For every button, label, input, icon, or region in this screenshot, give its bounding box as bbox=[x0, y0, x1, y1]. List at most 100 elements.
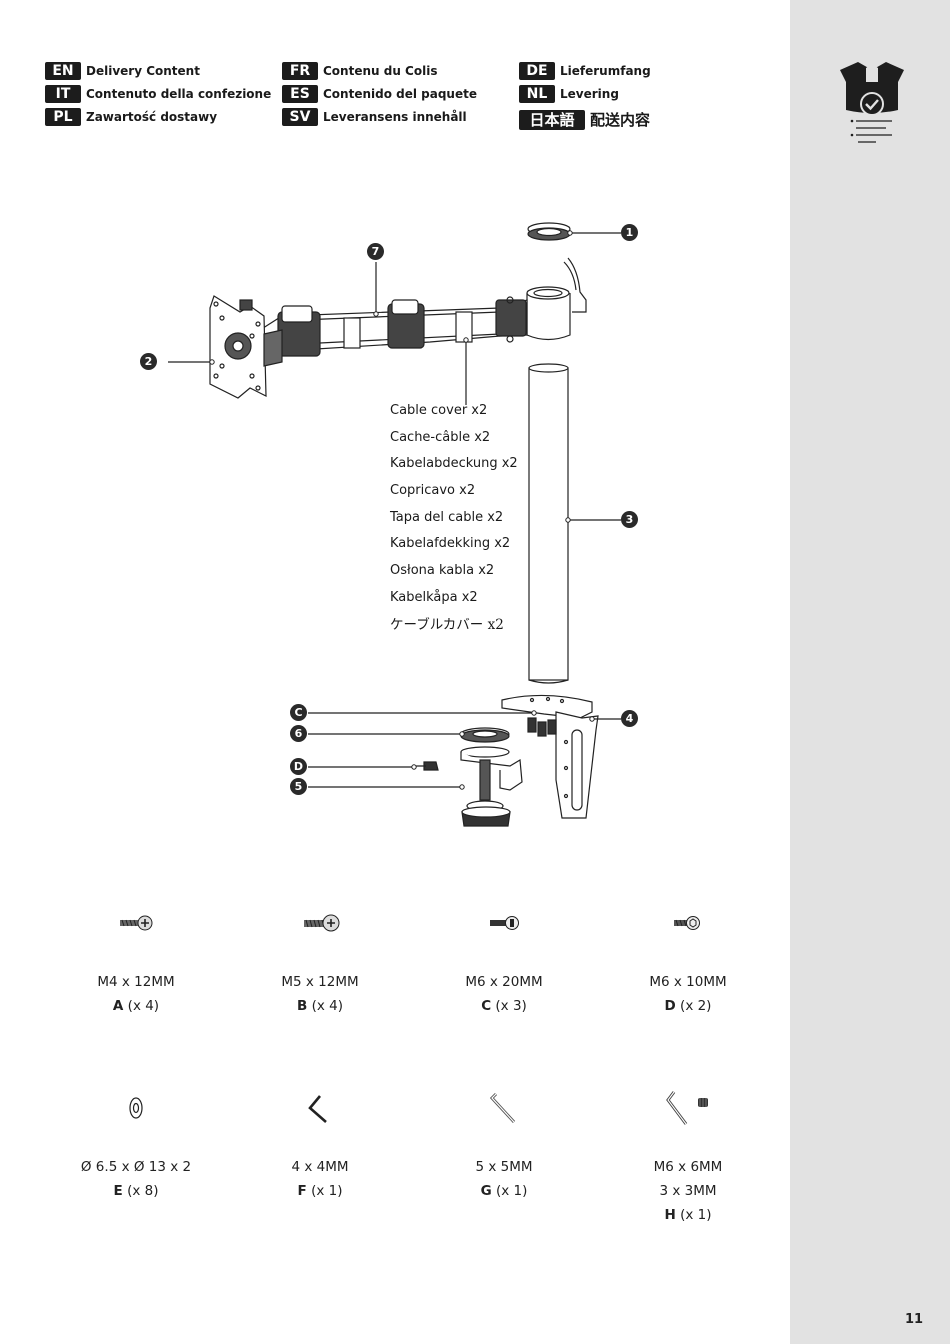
lang-code: FR bbox=[282, 62, 318, 80]
callout-6: 6 bbox=[290, 725, 307, 742]
hardware-qty-line: F (x 1) bbox=[240, 1179, 400, 1203]
lang-nl: NL Levering bbox=[519, 85, 619, 103]
callout-5: 5 bbox=[290, 778, 307, 795]
hardware-qty-line: G (x 1) bbox=[424, 1179, 584, 1203]
lang-es: ES Contenido del paquete bbox=[282, 85, 477, 103]
hardware-letter: A bbox=[112, 998, 124, 1014]
lang-label: Levering bbox=[560, 87, 619, 101]
part-2-vesa-plate bbox=[209, 295, 283, 399]
lang-en: EN Delivery Content bbox=[45, 62, 200, 80]
hardware-spec: M5 x 12MM bbox=[281, 974, 359, 990]
lang-label: Delivery Content bbox=[86, 64, 200, 78]
hardware-spec-2: 3 x 3MM bbox=[659, 1183, 717, 1199]
parts-diagram bbox=[168, 222, 621, 827]
hex-key-icon bbox=[308, 1095, 327, 1123]
lang-label: Contenu du Colis bbox=[323, 64, 438, 78]
page-number: 11 bbox=[905, 1312, 924, 1327]
hardware-spec: M6 x 20MM bbox=[465, 974, 543, 990]
hex-key-set-screw-icon bbox=[666, 1091, 708, 1125]
lang-de: DE Lieferumfang bbox=[519, 62, 651, 80]
hardware-qty: (x 2) bbox=[680, 998, 712, 1014]
hardware-item-d: M6 x 10MM D (x 2) bbox=[608, 970, 768, 1018]
callout-7: 7 bbox=[367, 243, 384, 260]
hardware-spec: 4 x 4MM bbox=[291, 1159, 349, 1175]
hardware-qty-line: C (x 3) bbox=[424, 994, 584, 1018]
hardware-qty: (x 1) bbox=[680, 1207, 712, 1223]
callout-3: 3 bbox=[621, 511, 638, 528]
hardware-spec: 5 x 5MM bbox=[475, 1159, 533, 1175]
cable-cover-label: ケーブルカバー x2 bbox=[390, 616, 504, 633]
cable-cover-label: Kabelafdekking x2 bbox=[390, 536, 511, 552]
part-7-arm bbox=[259, 296, 528, 357]
hardware-item-h: M6 x 6MM 3 x 3MM H (x 1) bbox=[608, 1155, 768, 1227]
lang-it: IT Contenuto della confezione bbox=[45, 85, 271, 103]
lang-label: Contenuto della confezione bbox=[86, 87, 272, 101]
hardware-spec: M6 x 6MM bbox=[653, 1159, 723, 1175]
lang-code: 日本語 bbox=[519, 109, 585, 130]
callout-4: 4 bbox=[621, 710, 638, 727]
hardware-qty-line: E (x 8) bbox=[56, 1179, 216, 1203]
hardware-item-g: 5 x 5MM G (x 1) bbox=[424, 1155, 584, 1203]
hardware-spec: M4 x 12MM bbox=[97, 974, 175, 990]
lang-label: Zawartość dostawy bbox=[86, 110, 218, 124]
lang-code: IT bbox=[45, 85, 81, 103]
callout-c: C bbox=[290, 704, 307, 721]
cable-cover-label: Cable cover x2 bbox=[390, 403, 488, 418]
cable-cover-label: Cache-câble x2 bbox=[390, 429, 491, 445]
hardware-spec: Ø 6.5 x Ø 13 x 2 bbox=[80, 1159, 192, 1175]
lang-label: Lieferumfang bbox=[560, 64, 651, 78]
callout-2: 2 bbox=[140, 353, 157, 370]
lang-label: Leveransens innehåll bbox=[323, 110, 467, 124]
callout-1: 1 bbox=[621, 224, 638, 241]
lang-label: Contenido del paquete bbox=[323, 87, 477, 101]
side-panel bbox=[790, 0, 950, 1344]
lang-code: SV bbox=[282, 108, 318, 126]
pole-collar bbox=[526, 257, 587, 341]
bolt-icon bbox=[674, 916, 700, 930]
bolt-icon bbox=[490, 916, 519, 930]
lang-code: PL bbox=[45, 108, 81, 126]
lang-fr: FR Contenu du Colis bbox=[282, 62, 437, 80]
hardware-letter: H bbox=[664, 1207, 676, 1223]
hardware-letter: D bbox=[664, 998, 676, 1014]
hardware-letter: B bbox=[297, 998, 308, 1014]
callout-d: D bbox=[290, 758, 307, 775]
cable-cover-list: Cable cover x2 Cache-câble x2 Kabelabdec… bbox=[390, 400, 518, 640]
lang-code: NL bbox=[519, 85, 555, 103]
lang-sv: SV Leveransens innehåll bbox=[282, 108, 467, 126]
hardware-qty-line: A (x 4) bbox=[56, 994, 216, 1018]
part-4-clamp bbox=[501, 694, 599, 819]
hardware-qty-line: D (x 2) bbox=[608, 994, 768, 1018]
hardware-qty: (x 4) bbox=[127, 998, 160, 1014]
hardware-item-a: M4 x 12MM A (x 4) bbox=[56, 970, 216, 1018]
lang-pl: PL Zawartość dostawy bbox=[45, 108, 217, 126]
lang-code: DE bbox=[519, 62, 555, 80]
hardware-qty: (x 8) bbox=[127, 1183, 159, 1199]
hardware-item-e: Ø 6.5 x Ø 13 x 2 E (x 8) bbox=[56, 1155, 216, 1203]
lang-ja: 日本語 配送内容 bbox=[519, 109, 650, 130]
screw-icon bbox=[304, 914, 340, 932]
cable-cover-label: Kabelabdeckung x2 bbox=[390, 456, 518, 472]
hex-key-icon bbox=[489, 1092, 516, 1124]
cable-cover-label: Tapa del cable x2 bbox=[390, 509, 504, 525]
part-5-clamp-knob bbox=[460, 746, 523, 827]
delivery-box-checklist-icon bbox=[840, 62, 904, 143]
lang-label: 配送内容 bbox=[590, 111, 651, 129]
screw-icon bbox=[120, 915, 153, 931]
hardware-item-c: M6 x 20MM C (x 3) bbox=[424, 970, 584, 1018]
hardware-spec: M6 x 10MM bbox=[649, 974, 727, 990]
hardware-letter: G bbox=[480, 1183, 492, 1199]
hardware-item-b: M5 x 12MM B (x 4) bbox=[240, 970, 400, 1018]
lang-code: ES bbox=[282, 85, 318, 103]
washer-icon bbox=[129, 1097, 143, 1119]
hardware-item-f: 4 x 4MM F (x 1) bbox=[240, 1155, 400, 1203]
part-1-ring bbox=[527, 222, 571, 241]
hardware-qty: (x 3) bbox=[495, 998, 527, 1014]
part-6-plate bbox=[460, 727, 510, 743]
cable-cover-label: Kabelkåpa x2 bbox=[390, 589, 478, 605]
cable-cover-label: Copricavo x2 bbox=[390, 483, 476, 499]
hardware-letter: F bbox=[297, 1183, 307, 1199]
hardware-qty-line: H (x 1) bbox=[608, 1203, 768, 1227]
hardware-qty: (x 1) bbox=[495, 1183, 528, 1199]
part-3-pole bbox=[528, 363, 569, 684]
